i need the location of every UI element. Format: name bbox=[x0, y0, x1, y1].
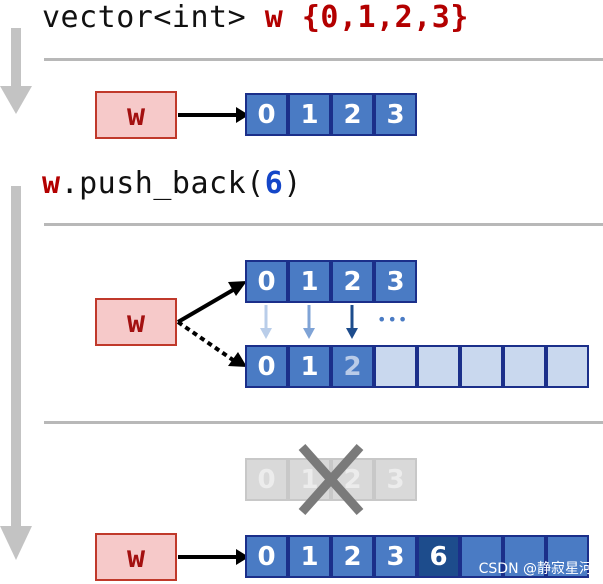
array-cell: 3 bbox=[374, 93, 417, 136]
timeline-bar-1 bbox=[11, 28, 21, 90]
code-initializer: {0,1,2,3} bbox=[301, 0, 469, 35]
pointer-arrowhead-step3 bbox=[236, 549, 249, 565]
array-cell: 3 bbox=[374, 260, 417, 303]
array-cell: 0 bbox=[245, 458, 288, 501]
divider-1 bbox=[44, 58, 603, 61]
copy-arrowhead-0 bbox=[260, 328, 272, 339]
copy-arrowhead-1 bbox=[303, 328, 315, 339]
array-cell: 2 bbox=[331, 535, 374, 578]
array-cell: 0 bbox=[245, 535, 288, 578]
array-cell: 3 bbox=[374, 458, 417, 501]
array-cell: 3 bbox=[374, 535, 417, 578]
copy-arrowhead-2 bbox=[346, 328, 358, 339]
pointer-arrowhead-old bbox=[228, 281, 247, 296]
array-cell: 0 bbox=[245, 260, 288, 303]
array-cell bbox=[503, 535, 546, 578]
timeline-arrowhead-2 bbox=[0, 526, 32, 560]
pointer-arrow-new bbox=[176, 320, 235, 362]
array-cell: 0 bbox=[245, 345, 288, 388]
code-close-paren: ) bbox=[283, 166, 302, 201]
pointer-arrowhead-new bbox=[228, 352, 247, 367]
code-argument: 6 bbox=[264, 166, 284, 201]
w-variable-box: w bbox=[95, 298, 177, 346]
timeline-arrowhead-1 bbox=[0, 86, 32, 114]
array-cell: 2 bbox=[331, 345, 374, 388]
array-cell: 2 bbox=[331, 260, 374, 303]
code-type: vector<int> bbox=[42, 0, 247, 35]
array-cell bbox=[546, 345, 589, 388]
divider-3 bbox=[44, 421, 603, 424]
code-variable: w bbox=[42, 166, 61, 201]
array-cell: 0 bbox=[245, 93, 288, 136]
array-cell bbox=[374, 345, 417, 388]
array-cell bbox=[503, 345, 546, 388]
array-cell: 1 bbox=[288, 93, 331, 136]
array-cell bbox=[460, 535, 503, 578]
w-variable-box: w bbox=[95, 91, 177, 139]
array-cell-new: 6 bbox=[417, 535, 460, 578]
array-cell: 1 bbox=[288, 535, 331, 578]
timeline-bar-2 bbox=[11, 186, 21, 531]
copy-ellipsis: ••• bbox=[377, 310, 409, 329]
array-cell: 1 bbox=[288, 260, 331, 303]
array-cell bbox=[546, 535, 589, 578]
array-cell bbox=[460, 345, 503, 388]
pointer-arrow-old bbox=[176, 288, 235, 324]
watermark: CSDN @静寂星河 bbox=[478, 561, 593, 577]
w-variable-box: w bbox=[95, 533, 177, 581]
code-line-declaration: vector<int> w {0,1,2,3} bbox=[42, 0, 469, 36]
code-variable: w bbox=[264, 0, 284, 35]
array-cell: 1 bbox=[288, 345, 331, 388]
pointer-arrowhead-step1 bbox=[236, 107, 249, 123]
array-cell: 2 bbox=[331, 93, 374, 136]
array-cell bbox=[417, 345, 460, 388]
code-line-push-back: w.push_back(6) bbox=[42, 166, 302, 202]
divider-2 bbox=[44, 223, 603, 226]
code-method: .push_back( bbox=[60, 166, 265, 201]
